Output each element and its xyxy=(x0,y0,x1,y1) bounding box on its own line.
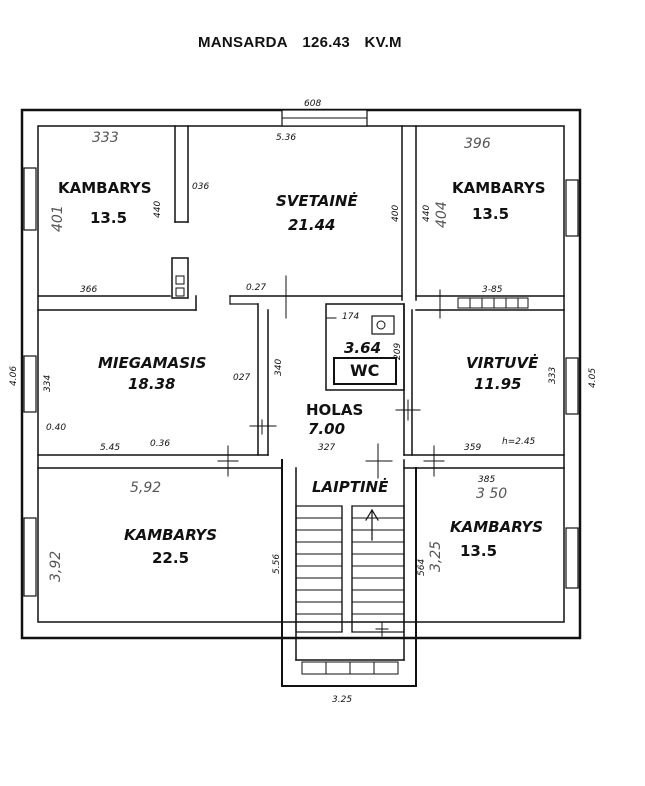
dim-wc-side: 209 xyxy=(393,343,403,360)
chimney xyxy=(171,257,189,299)
stair-flight-right xyxy=(351,505,405,633)
room-name-kambarys-sw: KAMBARYS xyxy=(124,526,217,544)
dim-virtuve-bottom: 359 xyxy=(464,443,481,453)
room-area-kambarys-se: 13.5 xyxy=(460,542,497,560)
room-area-holas: 7.00 xyxy=(308,420,345,438)
room-name-kambarys-se: KAMBARYS xyxy=(450,518,543,536)
room-area-kambarys-sw: 22.5 xyxy=(152,549,189,567)
dim-sw-height: 5.56 xyxy=(272,554,282,574)
hand-se-side: 3,25 xyxy=(428,541,444,572)
window-virtuve xyxy=(565,357,579,415)
title-level: MANSARDA xyxy=(198,34,288,51)
dim-holas-bottom: 327 xyxy=(318,443,335,453)
hand-sw-side: 3,92 xyxy=(48,551,64,582)
stair-flight-left xyxy=(295,505,343,633)
hand-nw-side: 401 xyxy=(50,205,66,232)
dim-miegamasis-low: 0.40 xyxy=(46,423,66,433)
dim-wc-top: 174 xyxy=(342,312,359,322)
dim-hall-left: 340 xyxy=(274,359,284,376)
room-name-miegamasis: MIEGAMASIS xyxy=(98,354,206,372)
room-area-miegamasis: 18.38 xyxy=(128,375,175,393)
dim-nw-height: 440 xyxy=(153,201,163,218)
room-name-svetaine: SVETAINĖ xyxy=(276,191,358,210)
dim-ne-height: 440 xyxy=(422,205,432,222)
room-name-holas: HOLAS xyxy=(306,401,363,419)
room-area-kambarys-nw: 13.5 xyxy=(90,209,127,227)
room-name-laiptine: LAIPTINĖ xyxy=(312,477,389,496)
dim-height: h=2.45 xyxy=(502,437,536,447)
hand-ne-side: 404 xyxy=(434,201,450,228)
hand-se-top: 3 50 xyxy=(476,486,507,502)
dim-nw-partition: 036 xyxy=(192,182,209,192)
hand-nw-top: 333 xyxy=(92,130,119,146)
plan-title: MANSARDA 126.43 KV.M xyxy=(0,34,645,51)
dim-left-outer: 4.06 xyxy=(9,366,19,386)
dim-miegamasis-bottom: 5.45 xyxy=(100,443,120,453)
window-nw xyxy=(23,167,37,231)
title-unit: KV.M xyxy=(364,34,402,51)
dim-stair-bottom: 3.25 xyxy=(332,695,352,705)
sink xyxy=(371,315,395,335)
room-area-svetaine: 21.44 xyxy=(288,216,335,234)
dim-svetaine-width: 5.36 xyxy=(276,133,296,143)
dim-nw-bottom: 366 xyxy=(80,285,97,295)
window-sw xyxy=(23,517,37,597)
hand-ne-top: 396 xyxy=(464,136,491,152)
dim-svetaine-height: 400 xyxy=(391,205,401,222)
room-name-kambarys-nw: KAMBARYS xyxy=(58,179,152,197)
dim-miegamasis-bottom2: 0.36 xyxy=(150,439,170,449)
room-name-virtuve: VIRTUVĖ xyxy=(466,353,539,372)
room-area-kambarys-ne: 13.5 xyxy=(472,205,509,223)
room-area-virtuve: 11.95 xyxy=(474,375,521,393)
window-miegamasis xyxy=(23,355,37,413)
dim-se-height: 564 xyxy=(417,559,427,576)
dim-miegamasis-left-wall: 027 xyxy=(233,373,250,383)
dim-top-window: 608 xyxy=(304,99,321,109)
dim-right-outer: 4.05 xyxy=(588,368,598,388)
dim-ne-bottom: 3-85 xyxy=(482,285,503,295)
dim-se-top: 385 xyxy=(478,475,495,485)
room-area-wc: 3.64 xyxy=(344,339,381,357)
dim-virtuve-window: 333 xyxy=(548,367,558,384)
bathtub xyxy=(333,357,397,385)
window-se xyxy=(565,527,579,589)
dim-hall-top: 0.27 xyxy=(246,283,266,293)
title-area: 126.43 xyxy=(302,34,351,51)
hand-sw-top: 5,92 xyxy=(130,480,161,496)
kitchen-stove xyxy=(457,297,529,309)
dim-miegamasis-window: 334 xyxy=(43,375,53,392)
room-name-wc: WC xyxy=(350,361,379,380)
room-name-kambarys-ne: KAMBARYS xyxy=(452,179,546,197)
window-ne xyxy=(565,179,579,237)
